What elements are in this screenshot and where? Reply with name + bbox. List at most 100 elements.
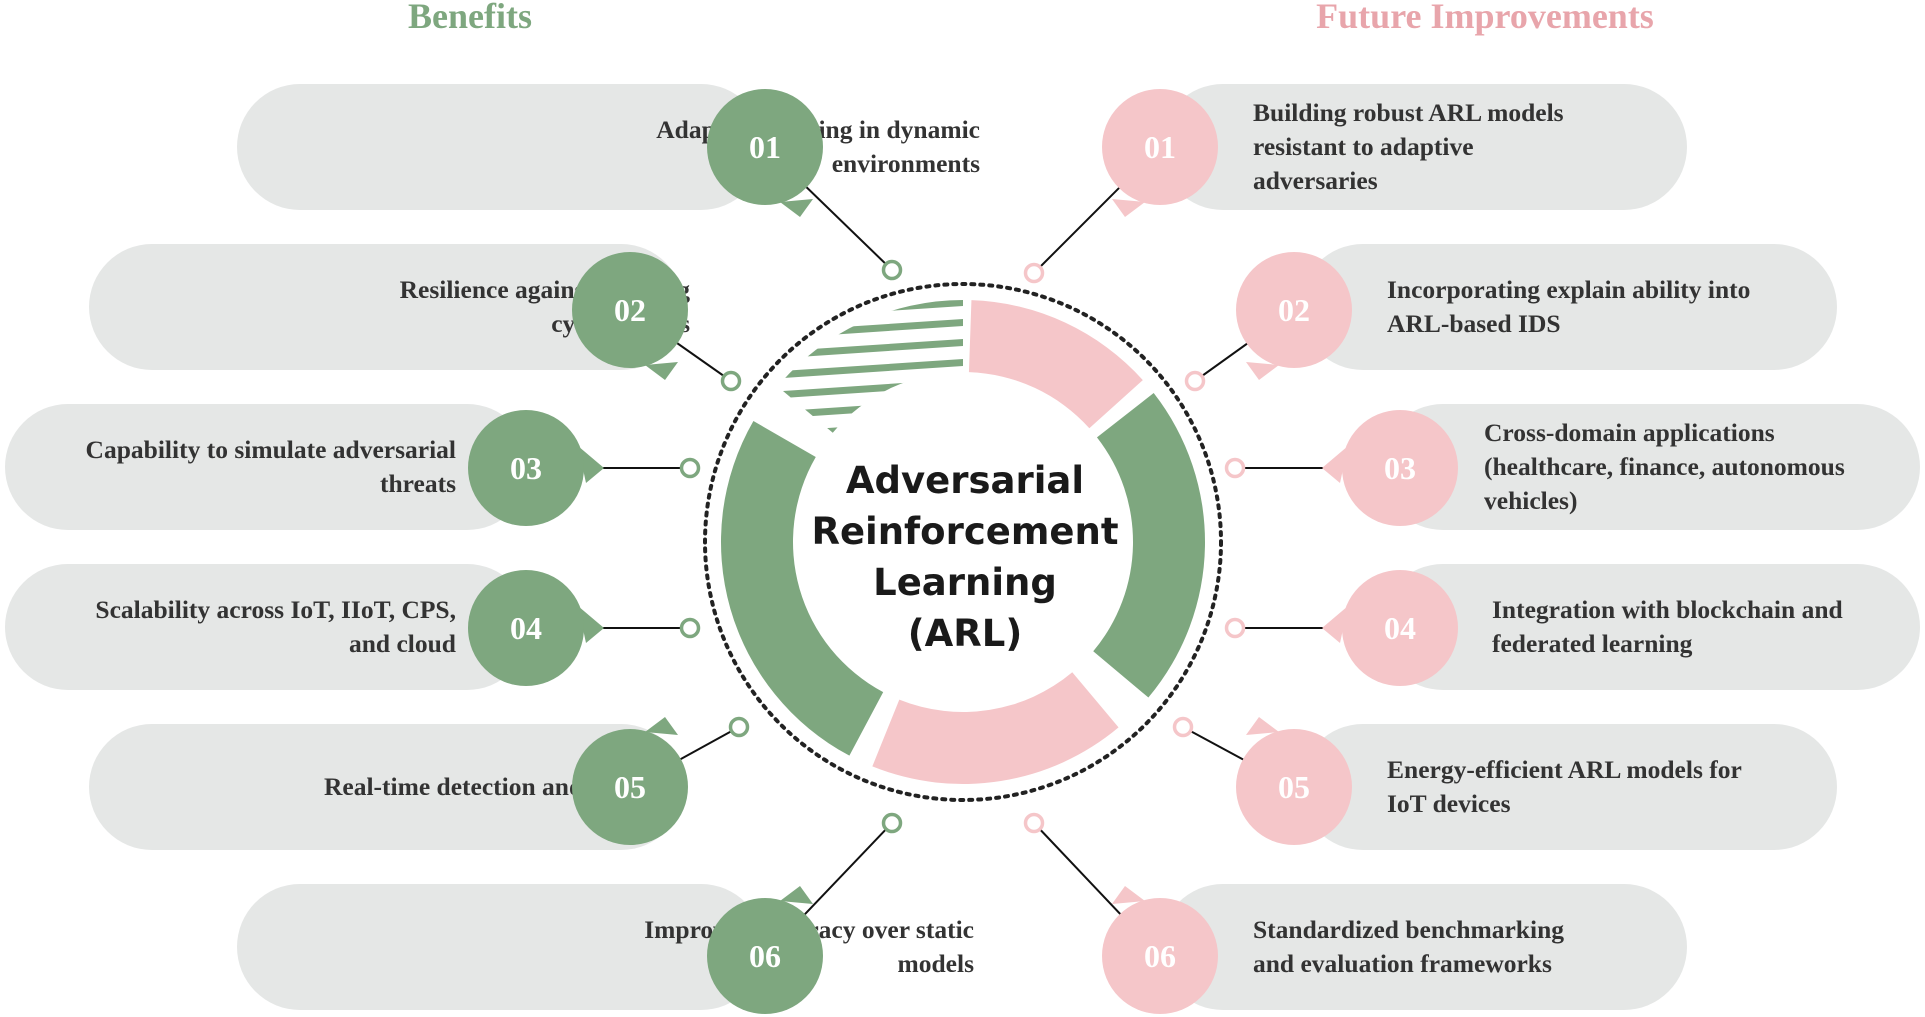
text-line: IoT devices bbox=[1387, 789, 1511, 818]
future-text: Building robust ARL models resistant to a… bbox=[1253, 84, 1853, 210]
center-title-line: (ARL) bbox=[907, 612, 1023, 655]
badge-pointer bbox=[1246, 362, 1279, 380]
text-line: resistant to adaptive bbox=[1253, 132, 1474, 161]
badge-pointer bbox=[1246, 717, 1279, 735]
connector-node bbox=[720, 370, 742, 392]
text-line: federated learning bbox=[1492, 629, 1693, 658]
connector-node bbox=[1023, 262, 1045, 284]
connector-node bbox=[881, 812, 903, 834]
benefit-number-badge: 02 bbox=[572, 252, 688, 380]
benefit-card bbox=[237, 884, 764, 1010]
benefit-number-badge: 04 bbox=[468, 570, 604, 686]
future-number-badge: 04 bbox=[1322, 570, 1458, 686]
future-card bbox=[1160, 84, 1687, 210]
future-number-badge: 03 bbox=[1322, 410, 1458, 526]
text-line: Cross-domain applications bbox=[1484, 418, 1775, 447]
badge-number: 02 bbox=[614, 292, 646, 328]
badge-circle bbox=[1236, 729, 1352, 845]
text-line: environments bbox=[831, 149, 980, 178]
segment-bottom bbox=[872, 672, 1119, 784]
benefit-number-badge: 06 bbox=[707, 886, 823, 1014]
benefit-text: Capability to simulate adversarial threat… bbox=[22, 404, 456, 530]
text-line: Incorporating explain ability into bbox=[1387, 275, 1751, 304]
benefit-text: Scalability across IoT, IIoT, CPS, and cl… bbox=[22, 564, 456, 690]
badge-circle bbox=[572, 729, 688, 845]
badge-circle bbox=[707, 898, 823, 1014]
badge-number: 05 bbox=[1278, 769, 1310, 805]
badge-pointer bbox=[645, 717, 678, 735]
connector-node bbox=[1172, 716, 1194, 738]
hatch-stripe bbox=[777, 356, 963, 384]
text-line: (healthcare, finance, autonomous bbox=[1484, 452, 1845, 481]
center-title-line: Reinforcement bbox=[811, 510, 1119, 553]
center-title-line: Adversarial bbox=[845, 459, 1085, 502]
badge-circle bbox=[468, 410, 584, 526]
future-number-badge: 02 bbox=[1236, 252, 1352, 380]
badge-pointer bbox=[645, 362, 678, 380]
connector-node bbox=[1224, 457, 1246, 479]
future-card bbox=[1300, 244, 1837, 370]
badge-number: 02 bbox=[1278, 292, 1310, 328]
badge-pointer bbox=[1112, 886, 1145, 904]
text-line: Scalability across IoT, IIoT, CPS, bbox=[95, 595, 456, 624]
text-line: Energy-efficient ARL models for bbox=[1387, 755, 1742, 784]
connector-node bbox=[881, 259, 903, 281]
future-card bbox=[1380, 404, 1920, 530]
text-line: models bbox=[897, 949, 975, 978]
benefit-number-badge: 05 bbox=[572, 717, 688, 845]
badge-pointer bbox=[780, 199, 813, 217]
connector-node bbox=[1184, 370, 1206, 392]
connector-node bbox=[679, 457, 701, 479]
future-number-badge: 05 bbox=[1236, 717, 1352, 845]
benefit-card bbox=[237, 84, 764, 210]
badge-circle bbox=[1236, 252, 1352, 368]
benefit-number-badge: 03 bbox=[468, 410, 604, 526]
badge-number: 04 bbox=[1384, 610, 1416, 646]
benefit-card bbox=[5, 564, 530, 690]
text-line: adversaries bbox=[1253, 166, 1378, 195]
future-card bbox=[1160, 884, 1687, 1010]
badge-circle bbox=[707, 89, 823, 205]
benefit-number-badge: 01 bbox=[707, 89, 823, 217]
badge-number: 03 bbox=[510, 450, 542, 486]
badge-number: 06 bbox=[1144, 938, 1176, 974]
text-line: Standardized benchmarking bbox=[1253, 915, 1565, 944]
text-line: and cloud bbox=[348, 629, 456, 658]
text-line: and evaluation frameworks bbox=[1253, 949, 1552, 978]
connector-node bbox=[1023, 812, 1045, 834]
connector-node bbox=[1224, 617, 1246, 639]
badge-circle bbox=[1102, 89, 1218, 205]
text-line: threats bbox=[379, 469, 456, 498]
badge-pointer bbox=[578, 446, 604, 483]
future-number-badge: 06 bbox=[1102, 886, 1218, 1014]
badge-circle bbox=[1342, 570, 1458, 686]
badge-pointer bbox=[1322, 446, 1348, 483]
hatch-stripe bbox=[777, 316, 963, 344]
badge-number: 04 bbox=[510, 610, 542, 646]
text-line: ARL-based IDS bbox=[1387, 309, 1561, 338]
text-line: Capability to simulate adversarial bbox=[85, 435, 456, 464]
future-card bbox=[1380, 564, 1920, 690]
future-number-badge: 01 bbox=[1102, 89, 1218, 217]
badge-pointer bbox=[780, 886, 813, 904]
connector-node bbox=[679, 617, 701, 639]
badge-number: 05 bbox=[614, 769, 646, 805]
badge-number: 03 bbox=[1384, 450, 1416, 486]
badge-pointer bbox=[1112, 199, 1145, 217]
future-card bbox=[1300, 724, 1837, 850]
benefits-heading: Benefits bbox=[408, 0, 532, 36]
hatch-stripe bbox=[777, 336, 963, 364]
badge-number: 01 bbox=[749, 129, 781, 165]
text-line: Building robust ARL models bbox=[1253, 98, 1564, 127]
badge-pointer bbox=[578, 606, 604, 643]
center-title: Adversarial Reinforcement Learning (ARL) bbox=[795, 455, 1135, 659]
future-improvements-heading: Future Improvements bbox=[1316, 0, 1654, 36]
center-title-line: Learning bbox=[873, 561, 1057, 604]
dotted-orbit bbox=[703, 282, 1223, 802]
segment-top-right bbox=[968, 300, 1143, 429]
badge-pointer bbox=[1322, 606, 1348, 643]
badge-circle bbox=[572, 252, 688, 368]
